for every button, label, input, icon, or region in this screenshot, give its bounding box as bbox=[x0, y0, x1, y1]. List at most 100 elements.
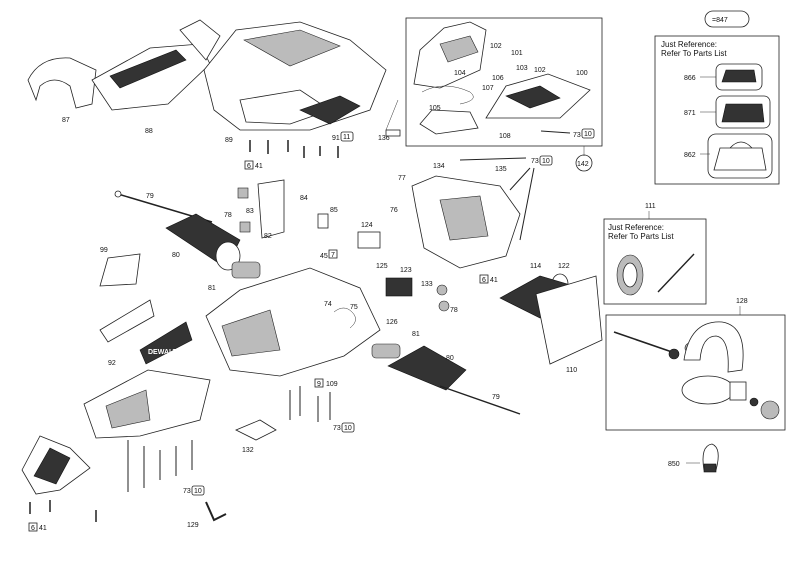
part-number-label: 110 bbox=[566, 367, 577, 374]
part-number-label: 79 bbox=[146, 193, 154, 200]
part-number-label: 10 bbox=[584, 131, 592, 138]
part-number-label: 103 bbox=[516, 65, 528, 72]
part-shape bbox=[715, 95, 771, 129]
part-number-label: 114 bbox=[530, 263, 541, 270]
part-850: 850 bbox=[668, 443, 719, 473]
battery-small-icon bbox=[721, 69, 757, 83]
part-shape bbox=[371, 343, 401, 359]
part-shape bbox=[299, 95, 361, 125]
part-number-label: 73 bbox=[573, 132, 581, 139]
part-number-label: 6 bbox=[31, 525, 35, 532]
part-shape bbox=[385, 99, 399, 131]
part-number-label: 126 bbox=[386, 319, 398, 326]
ref-item-862: 862 bbox=[684, 152, 696, 159]
part-number-label: 85 bbox=[330, 207, 338, 214]
part-shape bbox=[191, 485, 205, 496]
lower-housing-group: 74 75 126 81 80 79 92 DEWALT 9 109 73 10… bbox=[99, 267, 521, 454]
part-number-label: 109 bbox=[326, 381, 338, 388]
part-number-label: 10 bbox=[194, 488, 202, 495]
part-shape bbox=[704, 10, 750, 28]
label-850: 850 bbox=[668, 461, 680, 468]
part-number-label: 135 bbox=[495, 166, 507, 173]
ref-111-number: 111 bbox=[645, 203, 656, 210]
top-housing: 87 88 89 91 11 41 6 bbox=[27, 19, 387, 170]
part-shape bbox=[328, 249, 338, 259]
part-number-label: 132 bbox=[242, 447, 254, 454]
part-number-label: 108 bbox=[499, 133, 511, 140]
part-shape bbox=[405, 17, 603, 147]
part-shape bbox=[681, 375, 735, 405]
part-shape bbox=[385, 277, 413, 297]
part-number-label: 73 bbox=[183, 488, 191, 495]
part-shape bbox=[657, 253, 695, 293]
part-shape bbox=[340, 131, 354, 142]
part-shape bbox=[109, 49, 187, 89]
part-number-label: 78 bbox=[450, 307, 458, 314]
part-shape bbox=[114, 190, 122, 198]
logo-plate-1 bbox=[99, 299, 155, 343]
part-number-label: 79 bbox=[492, 394, 500, 401]
part-number-label: 84 bbox=[300, 195, 308, 202]
part-shape bbox=[613, 331, 673, 353]
battery-large-icon bbox=[721, 103, 765, 123]
part-number-label: 80 bbox=[172, 252, 180, 259]
part-number-label: 107 bbox=[482, 85, 494, 92]
part-shape bbox=[239, 221, 251, 233]
part-number-label: 78 bbox=[224, 212, 232, 219]
grip-80b-icon bbox=[387, 345, 467, 391]
base-housing-group: 73 10 129 41 6 bbox=[21, 369, 227, 532]
box-128-label: 128 bbox=[736, 298, 748, 305]
part-shape bbox=[243, 29, 341, 67]
part-number-label: 81 bbox=[412, 331, 420, 338]
reference-box: Just Reference: Refer To Parts List 866 … bbox=[654, 35, 780, 185]
part-shape bbox=[509, 167, 531, 191]
part-shape bbox=[237, 187, 249, 199]
part-shape bbox=[105, 389, 151, 429]
part-shape bbox=[33, 447, 71, 485]
part-shape bbox=[622, 262, 638, 288]
part-shape bbox=[239, 89, 331, 125]
part-number-label: 10 bbox=[542, 158, 550, 165]
part-number-label: 134 bbox=[433, 163, 445, 170]
part-shape bbox=[707, 133, 773, 179]
part-shape bbox=[357, 231, 381, 249]
part-number-label: 129 bbox=[187, 522, 199, 529]
inset-142: 142 bbox=[577, 161, 589, 168]
part-number-label: 75 bbox=[350, 304, 358, 311]
part-shape bbox=[421, 85, 474, 105]
part-shape bbox=[654, 35, 780, 185]
part-number-label: 41 bbox=[39, 525, 47, 532]
part-shape bbox=[231, 261, 261, 279]
tool-bag-icon bbox=[713, 141, 767, 171]
logo-plate-2 bbox=[139, 321, 193, 365]
side-handle-box: 128 bbox=[605, 298, 786, 431]
part-number-label: 45 bbox=[320, 253, 328, 260]
lower-housing-icon bbox=[205, 267, 381, 377]
part-number-label: 83 bbox=[246, 208, 254, 215]
part-shape bbox=[419, 109, 479, 135]
ref-111-heading-1: Just Reference: bbox=[608, 223, 664, 232]
part-shape bbox=[479, 274, 489, 284]
cover-87-icon bbox=[27, 57, 97, 109]
part-number-label: 133 bbox=[421, 281, 433, 288]
part-number-label: 105 bbox=[429, 105, 441, 112]
part-shape bbox=[539, 155, 553, 166]
part-shape bbox=[317, 213, 329, 229]
part-shape bbox=[749, 397, 759, 407]
part-shape bbox=[668, 348, 680, 360]
reference-box-111: 111 Just Reference: Refer To Parts List bbox=[603, 203, 707, 305]
part-shape bbox=[439, 35, 479, 63]
board-110-icon bbox=[535, 275, 603, 365]
part-shape bbox=[439, 195, 489, 241]
part-shape bbox=[715, 63, 763, 91]
part-number-label: 6 bbox=[482, 277, 486, 284]
part-shape bbox=[333, 307, 356, 329]
oval-reference: =847 bbox=[704, 10, 750, 28]
part-shape bbox=[581, 128, 595, 139]
part-number-label: 102 bbox=[490, 43, 502, 50]
part-number-label: 74 bbox=[324, 301, 332, 308]
part-number-label: 9 bbox=[317, 381, 321, 388]
part-number-label: 41 bbox=[255, 163, 263, 170]
inset-motor-box: 102 101 104 103 106 107 102 100 105 108 … bbox=[378, 17, 603, 172]
